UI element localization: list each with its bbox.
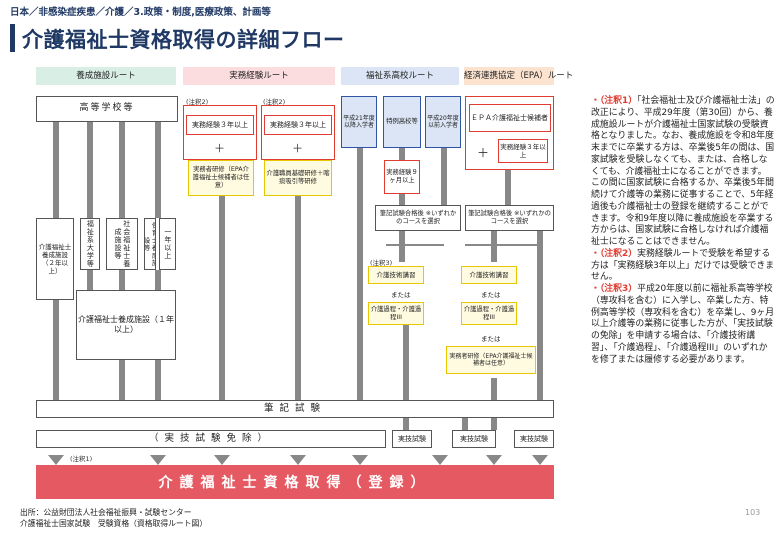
note-2: ・（注釈2）実務経験ルートで受験を希望する方は「実務経験3年以上」だけでは受験で… (591, 248, 775, 283)
nursery-school-box: 保育士養成施設等 (144, 218, 156, 270)
welfare-university-box: 福祉系大学等 (80, 218, 100, 270)
practical-exam-2: 実技試験 (452, 430, 496, 448)
or-label-3: または (481, 335, 501, 343)
experience-9month-box: 実務経験９ヶ月以上 (384, 160, 420, 194)
special-high-school-box: 特例高校等 (383, 96, 421, 148)
source-citation: 出所：公益財団法人社会福祉振興・試験センター 介護福祉士国家試験 受験資格（資格… (20, 508, 207, 530)
course-select-box-2: 筆記試験合格後 ※いずれかのコースを選択 (465, 205, 554, 231)
note1-tag: (注釈1) (70, 455, 93, 463)
plus-sign-a: ＋ (214, 142, 225, 155)
final-registration-bar: 介護福祉士資格取得（登録） (36, 465, 554, 499)
note3-tag: (注釈3) (370, 259, 393, 267)
hs-before-h20-box: 平成20年度以前入学者 (425, 96, 461, 148)
title-accent-bar (10, 24, 15, 52)
route-header-welfare-high-school: 福祉系高校ルート (341, 67, 459, 85)
epa-candidate-box: ＥＰＡ介護福祉士候補者 (468, 104, 551, 132)
note2-tag-b: (注釈2) (263, 98, 286, 106)
care-process-course-2: 介護過程・介護過程III (461, 302, 517, 325)
care-technique-course-2: 介護技術講習 (461, 266, 517, 284)
course-select-box-1: 筆記試験合格後 ※いずれかのコースを選択 (375, 205, 461, 231)
experience-3yr-label-a: 実務経験３年以上 (186, 115, 254, 135)
experience-3yr-label-b: 実務経験３年以上 (264, 115, 332, 135)
route-header-training-facility: 養成施設ルート (36, 67, 176, 85)
experience-3yr-box-a: 実務経験３年以上 (183, 105, 257, 160)
page-title: 介護福祉士資格取得の詳細フロー (22, 28, 345, 52)
note-1: ・（注釈1）「社会福祉士及び介護福祉士法」の改正により、平成29年度（第30回）… (591, 96, 775, 247)
plus-sign-b: ＋ (292, 142, 303, 155)
breadcrumb: 日本／非感染症疾患／介護／3.政策・制度,医療政策、計画等 (10, 7, 271, 18)
care-worker-school-2yr: 介護福祉士養成施設（２年以上） (36, 218, 74, 300)
epa-experience-box: 実務経験３年以上 (498, 139, 548, 163)
note2-tag-a: (注釈2) (186, 98, 209, 106)
or-label-1: または (391, 291, 411, 299)
notes-panel: ・（注釈1）「社会福祉士及び介護福祉士法」の改正により、平成29年度（第30回）… (591, 96, 775, 366)
written-exam-bar: 筆記試験 (36, 400, 554, 418)
route-header-epa: 経済連携協定（EPA）ルート (464, 67, 573, 85)
basic-training-box: 介護職員基礎研修＋喀痰吸引等研修 (264, 160, 332, 196)
source-line-2: 介護福祉士国家試験 受験資格（資格取得ルート図） (20, 518, 208, 528)
practical-exam-1: 実技試験 (392, 430, 432, 448)
high-school-box: 高等学校等 (36, 96, 178, 122)
care-worker-school-1yr: 介護福祉士養成施設（１年以上） (76, 290, 176, 360)
source-line-1: 出所：公益財団法人社会福祉振興・試験センター (20, 508, 192, 517)
practical-exempt-bar: （実技試験免除） (36, 430, 386, 448)
practitioner-training-epa: 実務者研修（EPA介護福祉士候補者は任意） (446, 346, 536, 374)
practical-exam-3: 実技試験 (514, 430, 554, 448)
epa-plus-sign: ＋ (477, 146, 490, 160)
route-header-work-experience: 実務経験ルート (183, 67, 335, 85)
one-year-plus-box: 一年以上 (159, 218, 176, 270)
note-3: ・（注釈3）平成20年度以前に福祉系高等学校（専攻科を含む）に入学し、卒業した方… (591, 284, 775, 365)
page-number: 103 (745, 508, 761, 517)
hs-after-h21-box: 平成21年度以降入学者 (341, 96, 377, 148)
practitioner-training-box: 実務者研修（EPA介護福祉士候補者は任意） (188, 160, 254, 196)
or-label-2: または (481, 291, 501, 299)
care-technique-course-1: 介護技術講習 (368, 266, 424, 284)
social-worker-school-box: 社会福祉士養成施設等 (106, 218, 138, 270)
experience-3yr-box-b: 実務経験３年以上 (261, 105, 335, 160)
care-process-course-1: 介護過程・介護過程III (368, 302, 424, 325)
